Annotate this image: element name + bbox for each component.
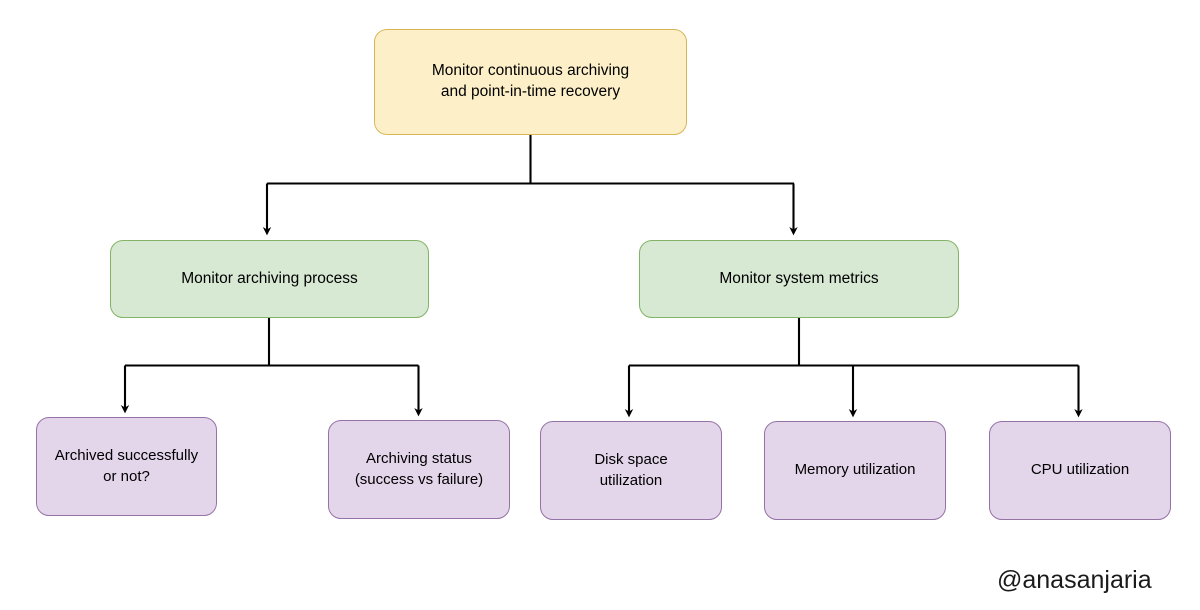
node-cpu-utilization[interactable]: CPU utilization: [989, 421, 1171, 520]
node-archived-successfully-or-not[interactable]: Archived successfully or not?: [36, 417, 217, 516]
node-archiving-status[interactable]: Archiving status (success vs failure): [328, 420, 510, 519]
node-monitor-archiving-process[interactable]: Monitor archiving process: [110, 240, 429, 318]
node-monitor-continuous-archiving[interactable]: Monitor continuous archiving and point-i…: [374, 29, 687, 135]
node-monitor-system-metrics[interactable]: Monitor system metrics: [639, 240, 959, 318]
node-memory-utilization[interactable]: Memory utilization: [764, 421, 946, 520]
author-watermark: @anasanjaria: [997, 566, 1152, 594]
node-disk-space-utilization[interactable]: Disk space utilization: [540, 421, 722, 520]
